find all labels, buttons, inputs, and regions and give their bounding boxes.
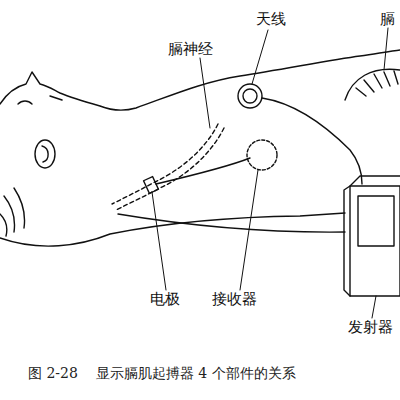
body-back-outline	[0, 213, 345, 246]
antenna-ring-inner	[243, 89, 257, 103]
part-label: 膈神经	[168, 42, 213, 57]
leader-nerve	[200, 58, 210, 128]
leader-transmitter	[372, 296, 376, 318]
part-label: 电极	[150, 292, 180, 307]
leader-diaphragm	[384, 28, 388, 70]
part-label: 接收器	[212, 292, 257, 307]
receiver	[247, 140, 277, 170]
phrenic-nerve	[112, 124, 218, 204]
diaphragm	[345, 69, 400, 100]
diaphragm-hatch	[356, 71, 398, 96]
part-label: 天线	[256, 12, 286, 27]
electrode	[144, 177, 159, 194]
transmitter-panel	[358, 196, 394, 246]
eye	[18, 101, 32, 104]
antenna-cable	[262, 98, 362, 184]
ear	[35, 140, 55, 168]
mouth	[50, 96, 62, 100]
figure-caption: 图 2-28 显示膈肌起搏器 4 个部件的关系	[28, 366, 296, 380]
hair	[0, 188, 25, 236]
leader-antenna	[252, 30, 268, 84]
leader-receiver	[240, 170, 258, 290]
leader-electrode	[152, 192, 166, 290]
electrode-lead	[156, 158, 250, 184]
phrenic-nerve-2	[116, 128, 224, 210]
part-label: 发射器	[348, 320, 393, 335]
transmitter-body	[350, 186, 400, 296]
part-label: 膈	[380, 12, 395, 27]
arm-outline	[118, 214, 345, 232]
transmitter-side	[344, 176, 400, 296]
antenna-ring	[238, 84, 262, 108]
ear-curl	[42, 146, 48, 162]
